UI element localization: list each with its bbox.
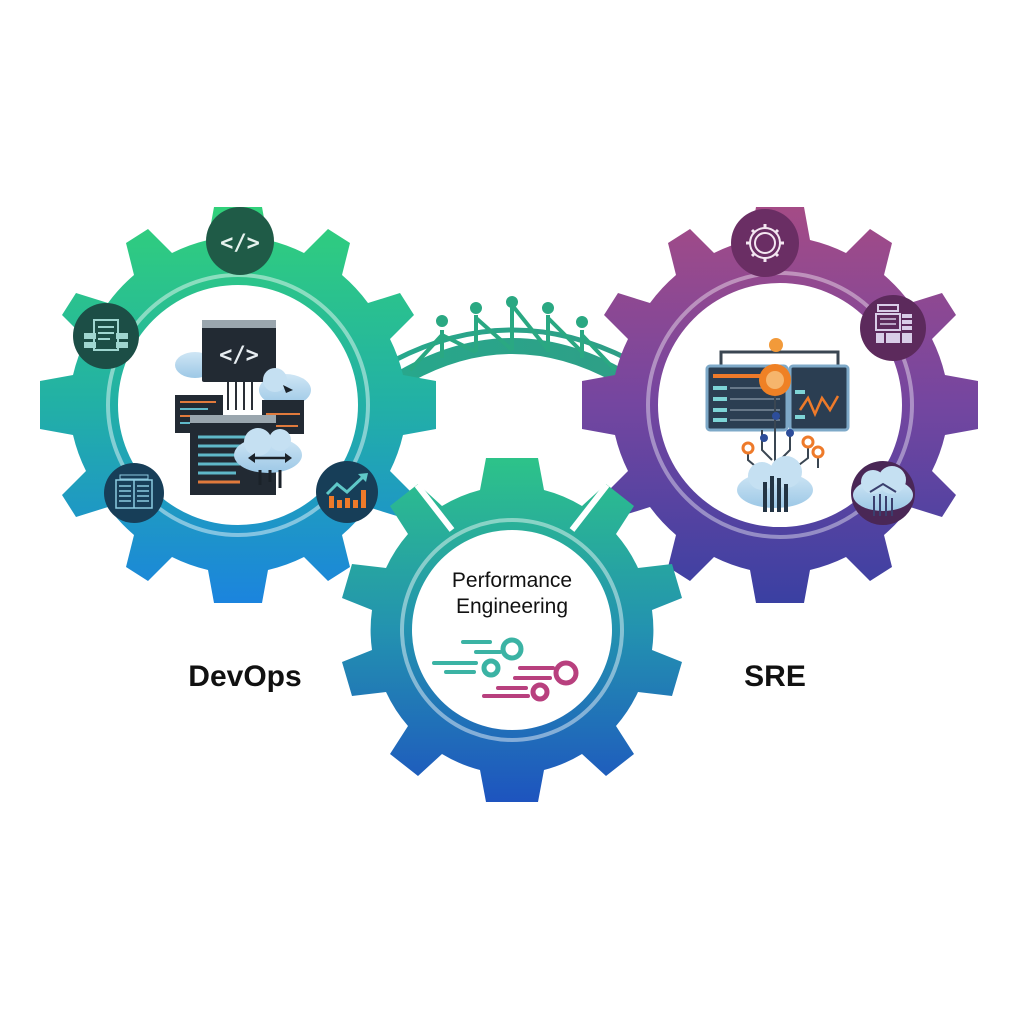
performance-label-line1: Performance [451,569,573,592]
document-layout-icon [73,303,139,369]
cloud-analytics-icon [851,461,915,525]
growth-chart-icon [316,461,378,523]
gear-settings-icon [731,209,799,277]
speed-circuit-illustration [432,637,579,702]
performance-engineering-label: Performance Engineering [402,568,622,620]
bridge-connector [375,296,650,399]
dashboard-layout-icon [860,295,926,361]
checklist-board-icon [104,463,164,523]
sre-label: SRE [744,660,806,693]
svg-text:</>: </> [220,231,260,256]
sre-illustration [705,338,850,512]
devops-label: DevOps [188,660,302,693]
svg-text:</>: </> [219,343,259,368]
devops-illustration: </> [175,320,311,495]
code-tag-icon: </> [206,207,274,275]
performance-engineering-gear [342,458,682,802]
performance-label-line2: Engineering [455,595,569,618]
